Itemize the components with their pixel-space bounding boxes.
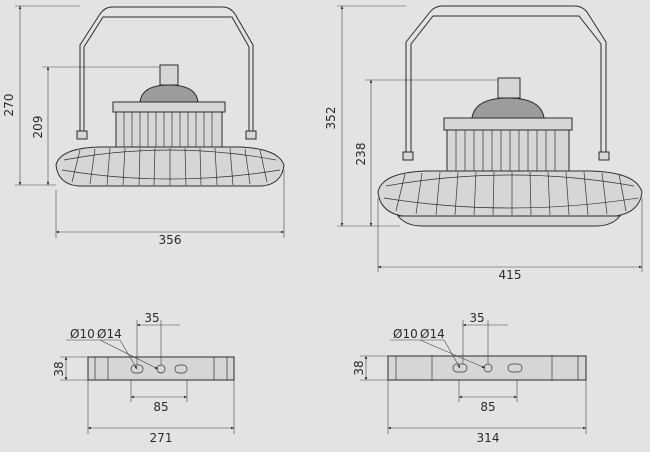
left-spacing-slots-label: 85 bbox=[153, 400, 168, 414]
right-height-total-label: 352 bbox=[324, 107, 338, 130]
left-height-body-label: 209 bbox=[31, 116, 45, 139]
left-height-label: 38 bbox=[52, 361, 66, 376]
right-lamp-view bbox=[337, 5, 643, 272]
left-length-label: 271 bbox=[150, 431, 173, 445]
left-lamp-view bbox=[15, 5, 285, 238]
right-height-body-label: 238 bbox=[354, 143, 368, 166]
left-width-label: 356 bbox=[159, 233, 182, 247]
right-height-label: 38 bbox=[352, 360, 366, 375]
left-hole-small-label: Ø10 bbox=[70, 327, 95, 341]
left-bracket-view bbox=[60, 320, 235, 434]
left-height-total-label: 270 bbox=[2, 94, 16, 117]
right-spacing-top-label: 35 bbox=[469, 311, 484, 325]
right-hole-small-label: Ø10 bbox=[393, 327, 418, 341]
right-hole-large-label: Ø14 bbox=[420, 327, 445, 341]
right-length-label: 314 bbox=[477, 431, 500, 445]
left-hole-large-label: Ø14 bbox=[97, 327, 122, 341]
left-spacing-top-label: 35 bbox=[144, 311, 159, 325]
right-bracket-view bbox=[360, 320, 587, 434]
right-spacing-slots-label: 85 bbox=[480, 400, 495, 414]
right-width-label: 415 bbox=[499, 268, 522, 282]
